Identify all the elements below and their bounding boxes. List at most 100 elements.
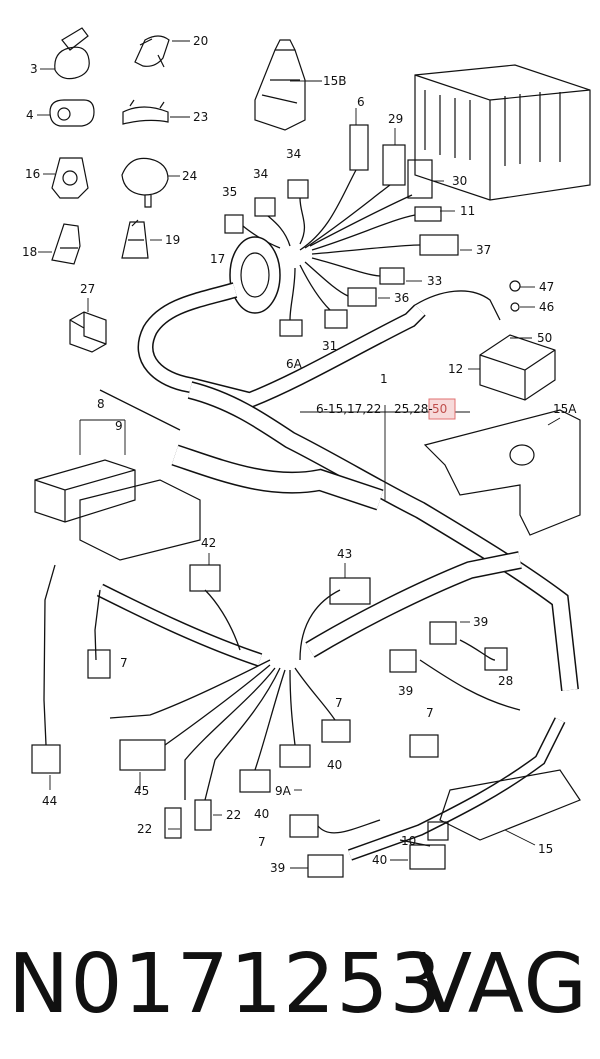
callout-6a: 6A (286, 357, 303, 371)
connector-31 (324, 309, 348, 329)
connector-10 (427, 821, 449, 841)
callout-10: 10 (401, 834, 416, 848)
connector-7a (87, 649, 111, 679)
callout-35: 35 (222, 185, 237, 199)
connector-44 (31, 744, 61, 774)
callout-4: 4 (26, 108, 34, 122)
brand-caption: VAG (415, 937, 588, 1032)
callout-40c: 40 (372, 853, 387, 867)
clip-part-3 (40, 27, 90, 80)
callout-3: 3 (30, 62, 38, 76)
callout-36: 36 (394, 291, 409, 305)
connector-33 (379, 267, 405, 285)
wiring-harness-diagram: 3 20 15B 4 23 6 29 16 24 34 34 30 35 11 … (22, 27, 591, 878)
callout-20: 20 (193, 34, 208, 48)
connector-6a (279, 319, 303, 337)
callout-11: 11 (460, 204, 475, 218)
callout-labels: 3 20 15B 4 23 6 29 16 24 34 34 30 35 11 … (22, 34, 577, 875)
connector-7b (321, 719, 351, 743)
callout-46: 46 (539, 300, 554, 314)
callout-40a: 40 (327, 758, 342, 772)
callout-37: 37 (476, 243, 491, 257)
connector-9a (289, 814, 319, 838)
callout-50: 50 (537, 331, 552, 345)
connector-40a (239, 769, 271, 793)
leader-lines (49, 80, 561, 869)
main-harness (96, 282, 579, 861)
grommet-17 (229, 236, 281, 314)
callout-15: 15 (538, 842, 553, 856)
connector-30 (407, 159, 444, 199)
callout-15a: 15A (553, 402, 577, 416)
clip-part-16 (43, 157, 89, 199)
sensor-22b (194, 799, 212, 831)
lower-wires (43, 389, 521, 847)
callout-19: 19 (165, 233, 180, 247)
connector-39a (389, 649, 417, 673)
callout-7b: 7 (335, 696, 343, 710)
connector-11 (414, 206, 442, 222)
callout-15b: 15B (323, 74, 347, 88)
connector-block-8 (34, 459, 201, 561)
callout-7c: 7 (426, 706, 434, 720)
connector-28 (484, 647, 508, 671)
range-part1: 6-15,17,22 (316, 402, 381, 416)
connector-6 (349, 108, 369, 171)
callout-34b: 34 (253, 167, 268, 181)
callout-18: 18 (22, 245, 37, 259)
callout-30: 30 (452, 174, 467, 188)
callout-9: 9 (115, 419, 123, 433)
callout-24: 24 (182, 169, 197, 183)
callout-44: 44 (42, 794, 57, 808)
clip-part-24 (121, 157, 180, 208)
callout-43: 43 (337, 547, 352, 561)
connector-42 (189, 564, 221, 592)
ground-lead (414, 290, 501, 321)
range-label: 6-15,17,22 25,28- 50 (316, 398, 456, 420)
callout-17: 17 (210, 252, 225, 266)
callout-27: 27 (80, 282, 95, 296)
washer-46 (510, 302, 520, 312)
connector-39b (429, 621, 457, 645)
callout-39b: 39 (398, 684, 413, 698)
connector-40c (409, 844, 446, 870)
clip-part-23 (122, 99, 190, 125)
callout-28: 28 (498, 674, 513, 688)
callout-29: 29 (388, 112, 403, 126)
upper-wires (242, 169, 421, 321)
sensor-22a (164, 807, 182, 839)
callout-33: 33 (427, 274, 442, 288)
connector-7c (409, 734, 439, 758)
cover-15 (439, 769, 581, 841)
callout-1: 1 (380, 372, 388, 386)
callout-22b: 22 (226, 808, 241, 822)
callout-39a: 39 (473, 615, 488, 629)
callout-9a: 9A (275, 784, 292, 798)
connector-40b (279, 744, 311, 768)
clip-part-15b (254, 39, 322, 131)
fuse-box (414, 64, 591, 201)
bracket-12 (479, 334, 556, 401)
callout-45: 45 (134, 784, 149, 798)
callout-16: 16 (25, 167, 40, 181)
range-highlight: 50 (432, 402, 447, 416)
connector-35 (224, 214, 244, 234)
callout-39c: 39 (270, 861, 285, 875)
connector-29 (382, 128, 406, 186)
callout-23: 23 (193, 110, 208, 124)
part-number-caption: N0171253 (8, 937, 443, 1032)
callout-8: 8 (97, 397, 105, 411)
range-part2: 25,28- (394, 402, 433, 416)
callout-22a: 22 (137, 822, 152, 836)
callout-31: 31 (322, 339, 337, 353)
callout-7a: 7 (120, 656, 128, 670)
connector-34b (287, 179, 309, 199)
cover-15a (423, 409, 581, 536)
callout-40b: 40 (254, 807, 269, 821)
callout-42: 42 (201, 536, 216, 550)
clip-part-4 (37, 99, 95, 127)
bolt-47 (509, 280, 521, 292)
clip-part-19 (121, 219, 162, 259)
connector-39c (307, 854, 344, 878)
connector-37 (419, 234, 459, 256)
